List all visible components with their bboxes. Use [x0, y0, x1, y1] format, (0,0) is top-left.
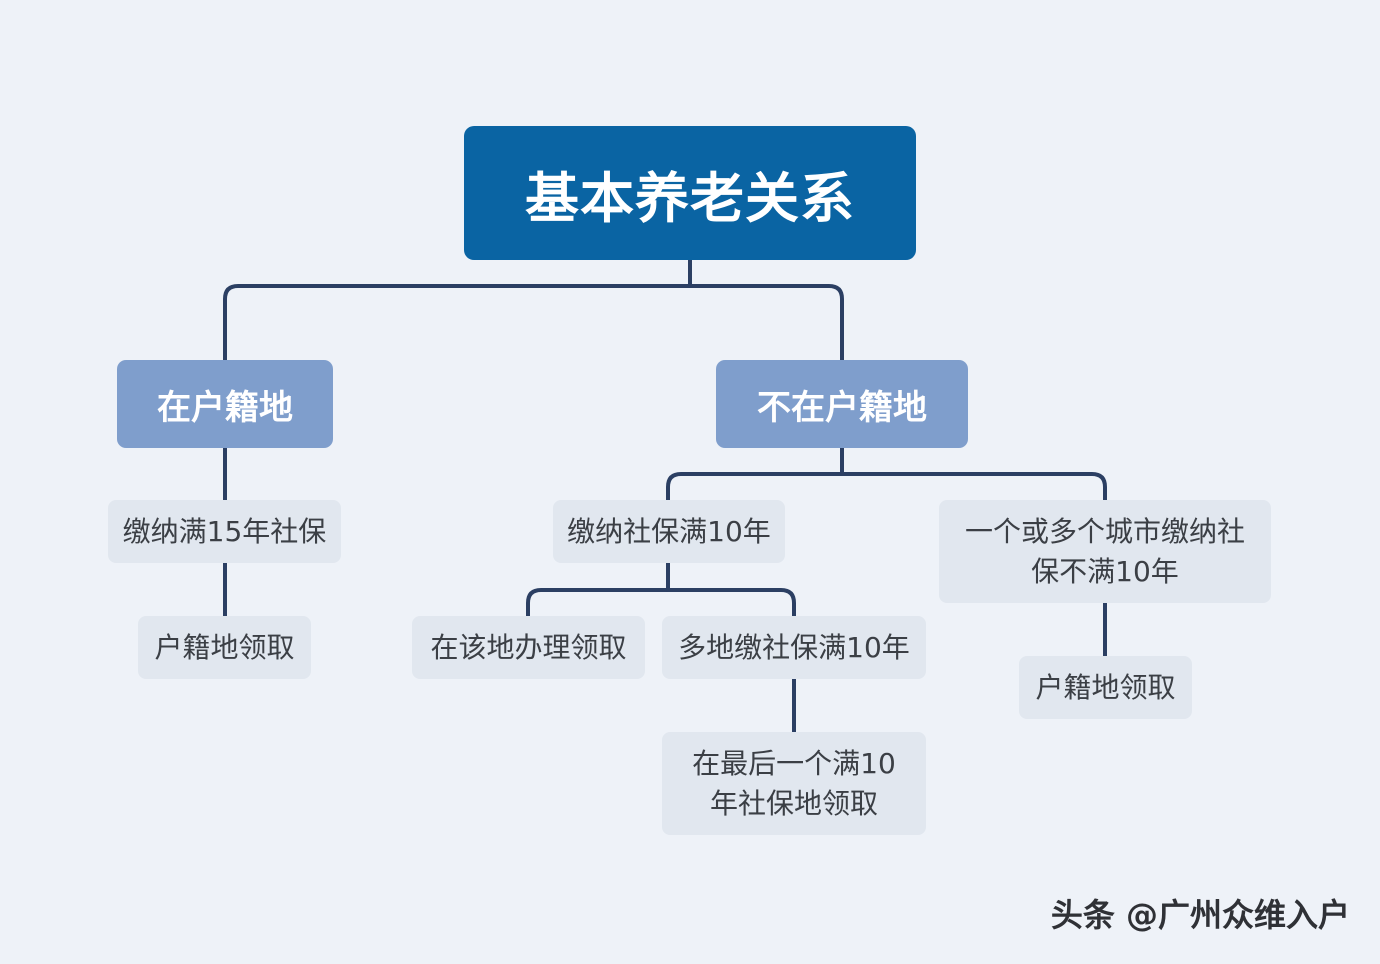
- option-b-node: 一个或多个城市缴纳社保不满10年: [939, 500, 1271, 603]
- branch-nonlocal-label: 不在户籍地: [757, 387, 927, 428]
- local-result-node: 户籍地领取: [138, 616, 311, 679]
- sub-a-label: 在该地办理领取: [430, 630, 627, 664]
- branch-local: 在户籍地: [117, 360, 333, 448]
- option-b-result-node: 户籍地领取: [1019, 656, 1192, 719]
- sub-b-label: 多地缴社保满10年: [678, 630, 910, 664]
- option-a-node: 缴纳社保满10年: [553, 500, 785, 563]
- branch-local-label: 在户籍地: [157, 387, 293, 428]
- option-b-result-label: 户籍地领取: [1035, 670, 1176, 704]
- sub-b-result-node: 在最后一个满10年社保地领取: [662, 732, 926, 835]
- sub-b-node: 多地缴社保满10年: [662, 616, 926, 679]
- root-node: 基本养老关系: [464, 126, 916, 260]
- connector-nonlocal-to-option-a: [666, 472, 844, 504]
- connector-root-to-local: [223, 284, 692, 364]
- watermark-text: 头条 @广州众维入户: [1050, 896, 1350, 934]
- connector-nonlocal-to-option-b: [840, 472, 1107, 504]
- root-title: 基本养老关系: [525, 166, 855, 230]
- option-a-label: 缴纳社保满10年: [567, 514, 771, 548]
- connector-root-to-nonlocal: [688, 284, 844, 364]
- local-condition-label: 缴纳满15年社保: [122, 514, 327, 548]
- sub-a-node: 在该地办理领取: [412, 616, 645, 679]
- branch-nonlocal: 不在户籍地: [716, 360, 968, 448]
- connector-option-a-to-sub-a: [526, 588, 670, 620]
- local-result-label: 户籍地领取: [154, 630, 295, 664]
- option-b-label: 一个或多个城市缴纳社保不满10年: [964, 514, 1245, 588]
- connector-option-a-to-sub-b: [666, 588, 796, 620]
- local-condition-node: 缴纳满15年社保: [108, 500, 341, 563]
- sub-b-result-label: 在最后一个满10年社保地领取: [692, 746, 896, 820]
